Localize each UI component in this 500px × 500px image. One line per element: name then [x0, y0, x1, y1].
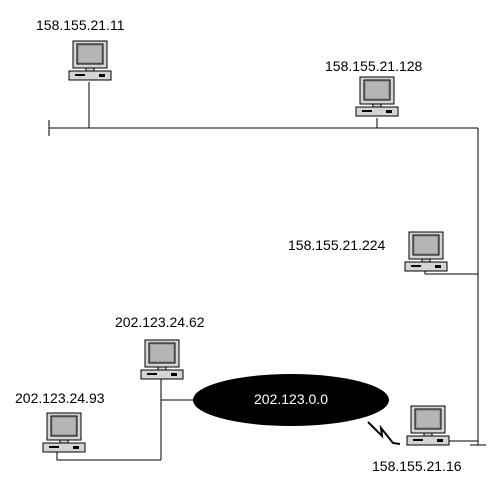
host-label-h5: 202.123.24.62: [115, 314, 205, 330]
network-cloud-label: 202.123.0.0: [254, 391, 328, 407]
computer-icon-h6: [42, 412, 86, 453]
host-label-h3: 158.155.21.224: [288, 237, 386, 253]
host-label-h2: 158.155.21.128: [325, 58, 423, 74]
computer-icon-h5: [140, 339, 184, 380]
computer-icon-h4: [406, 405, 450, 446]
computer-icon-h1: [68, 40, 112, 81]
host-label-h4: 158.155.21.16: [372, 458, 462, 474]
host-label-h6: 202.123.24.93: [15, 390, 105, 406]
lightning-link-icon: [367, 421, 401, 445]
link-h6: [56, 450, 161, 461]
computer-icon-h3: [404, 231, 448, 272]
network-cloud: [193, 374, 389, 426]
computer-icon-h2: [355, 76, 399, 117]
host-label-h1: 158.155.21.11: [36, 17, 125, 33]
